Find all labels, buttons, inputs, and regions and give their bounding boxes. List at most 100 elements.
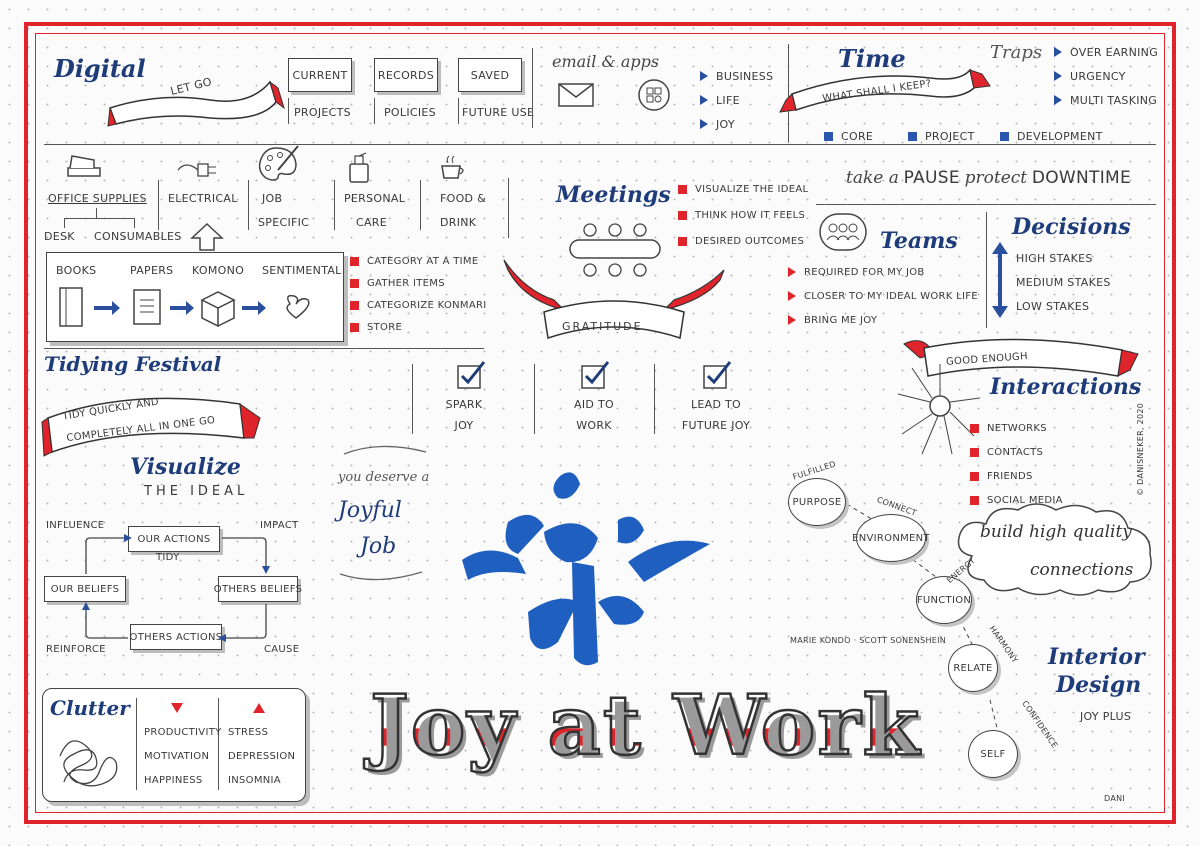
papers-komono: KOMONO	[192, 264, 245, 277]
office-sub-consumables: CONSUMABLES	[94, 230, 182, 243]
joyful-line3: Job	[360, 534, 397, 559]
trap-multi-tasking: MULTI TASKING	[1070, 93, 1158, 107]
book-icon	[59, 287, 83, 327]
folder-saved: SAVED	[458, 58, 522, 92]
bullet-square-icon	[970, 423, 979, 433]
cycle-impact: IMPACT	[260, 520, 299, 531]
step-gather: GATHER ITEMS	[367, 277, 445, 289]
team-icon	[819, 213, 867, 251]
node-relate: RELATE	[948, 644, 998, 692]
plug-icon	[177, 163, 216, 177]
clutter-happiness: HAPPINESS	[144, 774, 203, 786]
cycle-others-beliefs: OTHERS BELIEFS	[214, 576, 302, 602]
bullet-triangle-icon	[788, 291, 796, 301]
outer-red-frame	[24, 22, 1176, 824]
pause-text-pause: PAUSE	[903, 168, 960, 188]
bullet-triangle-icon	[700, 95, 708, 105]
arrow-right-icon	[94, 301, 120, 315]
copyright-text: © DANISNEKER, 2020	[1136, 402, 1145, 496]
arrow-right-icon	[170, 301, 194, 315]
pause-text-downtime: DOWNTIME	[1031, 168, 1132, 188]
gratitude-banner	[503, 259, 725, 339]
email-item-life: LIFE	[716, 93, 740, 107]
email-item-joy: JOY	[716, 117, 735, 131]
checkbox-spark-icon	[457, 361, 486, 389]
gratitude-banner-text: GRATITUDE	[562, 320, 643, 333]
team-required: REQUIRED FOR MY JOB	[804, 266, 925, 278]
team-closer: CLOSER TO MY IDEAL WORK LIFE	[804, 290, 978, 302]
bullet-square-icon	[970, 447, 979, 457]
decision-high: HIGH STAKES	[1016, 251, 1093, 265]
up-arrow-icon	[190, 222, 224, 251]
meeting-table-icon	[569, 223, 661, 277]
interaction-networks: NETWORKS	[987, 422, 1047, 434]
swoosh-line	[339, 571, 423, 581]
cycle-tidy: TIDY	[156, 552, 180, 563]
interior-title-1: Interior	[1048, 644, 1145, 670]
cloud-text-line2: connections	[1030, 560, 1134, 580]
interior-sub: JOY PLUS	[1080, 710, 1132, 723]
up-triangle-icon	[253, 703, 265, 713]
inner-red-frame	[35, 33, 1165, 813]
visualize-title: Visualize	[130, 454, 241, 480]
step-category: CATEGORY AT A TIME	[367, 255, 479, 267]
book-credit: MARIE KONDO · SCOTT SONENSHEIN	[790, 636, 947, 645]
cloud-text-line1: build high quality	[980, 522, 1132, 542]
cat-specific: SPECIFIC	[258, 216, 310, 229]
papers-sentimental: SENTIMENTAL	[262, 264, 342, 277]
coffee-cup-icon	[441, 155, 464, 179]
time-title: Time	[838, 44, 906, 73]
soap-bottle-icon	[349, 152, 369, 183]
traps-title: Traps	[990, 42, 1043, 63]
bullet-square-icon	[678, 210, 687, 220]
bullet-triangle-icon	[1054, 71, 1062, 81]
interaction-contacts: CONTACTS	[987, 446, 1044, 458]
bullet-square-icon	[824, 131, 833, 141]
tangle-scribble-icon	[59, 740, 118, 787]
decision-low: LOW STAKES	[1016, 299, 1090, 313]
office-sub-desk: DESK	[44, 230, 75, 243]
decision-medium: MEDIUM STAKES	[1016, 275, 1111, 289]
cat-personal: PERSONAL	[344, 192, 406, 205]
heart-icon	[286, 294, 310, 319]
joyful-line2: Joyful	[338, 498, 402, 523]
digital-banner	[107, 80, 285, 127]
papers-books: BOOKS	[56, 264, 97, 277]
folder-records: RECORDS	[374, 58, 438, 92]
joy-kanji-brush-icon	[462, 472, 710, 666]
down-triangle-icon	[171, 703, 183, 713]
folder-records-sub: POLICIES	[384, 106, 436, 119]
step-store: STORE	[367, 321, 403, 333]
folder-current: CURRENT	[288, 58, 352, 92]
bullet-square-icon	[678, 236, 687, 246]
node-purpose: PURPOSE	[788, 478, 846, 526]
bullet-triangle-icon	[700, 71, 708, 81]
trap-over-earning: OVER EARNING	[1070, 45, 1159, 59]
signature-text: DANI	[1104, 794, 1126, 803]
clutter-motivation: MOTIVATION	[144, 750, 210, 762]
bullet-square-icon	[908, 131, 917, 141]
meetings-title: Meetings	[556, 182, 671, 208]
cat-drink: DRINK	[440, 216, 477, 229]
folder-current-sub: PROJECTS	[294, 106, 351, 119]
keep-core: CORE	[841, 129, 874, 143]
bullet-triangle-icon	[1054, 47, 1062, 57]
interaction-social-media: SOCIAL MEDIA	[987, 494, 1063, 506]
bullet-square-icon	[350, 256, 359, 266]
stapler-icon	[67, 155, 101, 177]
node-function: FUNCTION	[916, 576, 972, 624]
bullet-square-icon	[970, 495, 979, 505]
updown-arrow-icon	[992, 242, 1008, 318]
bullet-square-icon	[350, 278, 359, 288]
good-enough-banner	[903, 338, 1139, 377]
swoosh-line	[343, 445, 427, 455]
joyful-line1: you deserve a	[338, 470, 430, 485]
cycle-influence: INFLUENCE	[46, 520, 105, 531]
node-self: SELF	[968, 730, 1018, 778]
clutter-insomnia: INSOMNIA	[228, 774, 281, 786]
cycle-our-actions: OUR ACTIONS	[128, 526, 220, 552]
bullet-square-icon	[350, 322, 359, 332]
